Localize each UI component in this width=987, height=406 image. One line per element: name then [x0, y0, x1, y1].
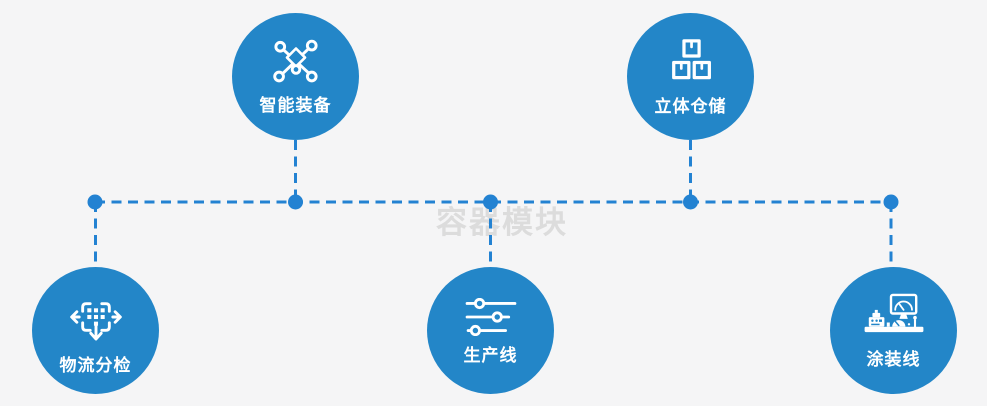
node-label: 物流分检	[59, 355, 132, 375]
node-logistics-sorting: 物流分检	[32, 267, 159, 394]
sliders-icon	[465, 297, 516, 336]
watermark-text: 容器模块	[436, 205, 568, 240]
crosshair-move-icon	[69, 301, 122, 340]
node-label: 立体仓储	[654, 97, 727, 116]
node-production-line: 生产线	[427, 267, 554, 394]
junction-dot	[87, 194, 103, 210]
junction-dot	[288, 194, 303, 210]
node-label: 生产线	[463, 345, 518, 365]
molecule-network-icon	[272, 39, 318, 83]
node-painting-line: 涂装线	[830, 267, 957, 394]
stacked-boxes-icon	[671, 39, 711, 80]
junction-dot	[683, 194, 698, 210]
node-label: 智能装备	[259, 96, 332, 115]
node-warehouse: 立体仓储	[627, 13, 754, 140]
control-station-icon	[864, 293, 923, 333]
node-smart-equipment: 智能装备	[232, 13, 359, 140]
junction-dot	[883, 194, 899, 210]
node-label: 涂装线	[866, 350, 921, 369]
junction-dot	[483, 194, 498, 210]
